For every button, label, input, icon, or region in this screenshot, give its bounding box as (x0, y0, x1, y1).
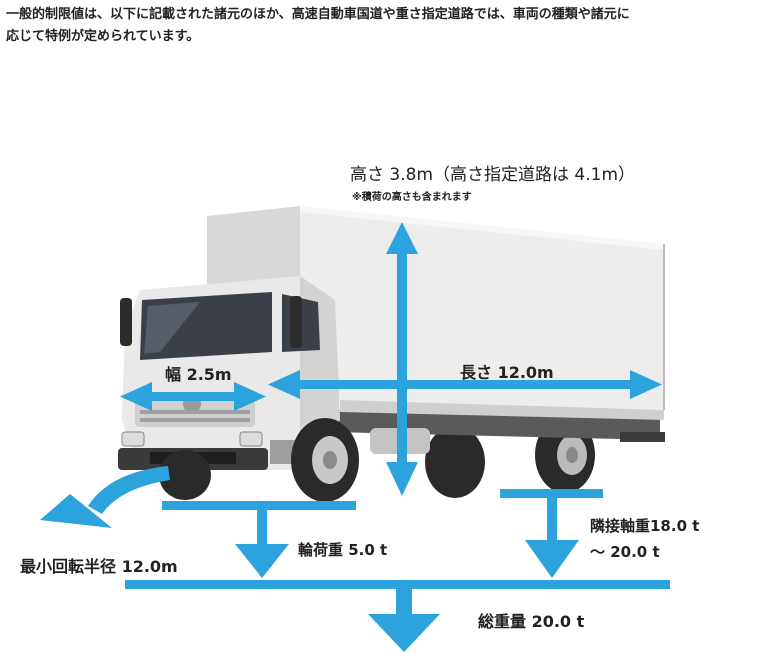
length-label: 長さ 12.0m (460, 359, 554, 383)
turning-radius-label: 最小回転半径 12.0m (20, 553, 178, 577)
axle-load-arrow (500, 489, 603, 578)
turning-radius-arrow (40, 466, 170, 528)
axle-load-label-line1: 隣接軸重18.0 t (590, 515, 699, 536)
gross-weight-label: 総重量 20.0 t (478, 608, 584, 632)
width-label: 幅 2.5m (165, 361, 232, 385)
rear-bumper (620, 432, 665, 442)
height-note: ※積荷の高さも含まれます (352, 188, 472, 203)
gross-weight-arrow (125, 580, 670, 652)
axle-load-label-line2: ～ 20.0 t (590, 541, 660, 562)
height-label: 高さ 3.8m（高さ指定道路は 4.1m） (350, 160, 635, 185)
wheel-load-label: 輪荷重 5.0 t (298, 539, 387, 560)
